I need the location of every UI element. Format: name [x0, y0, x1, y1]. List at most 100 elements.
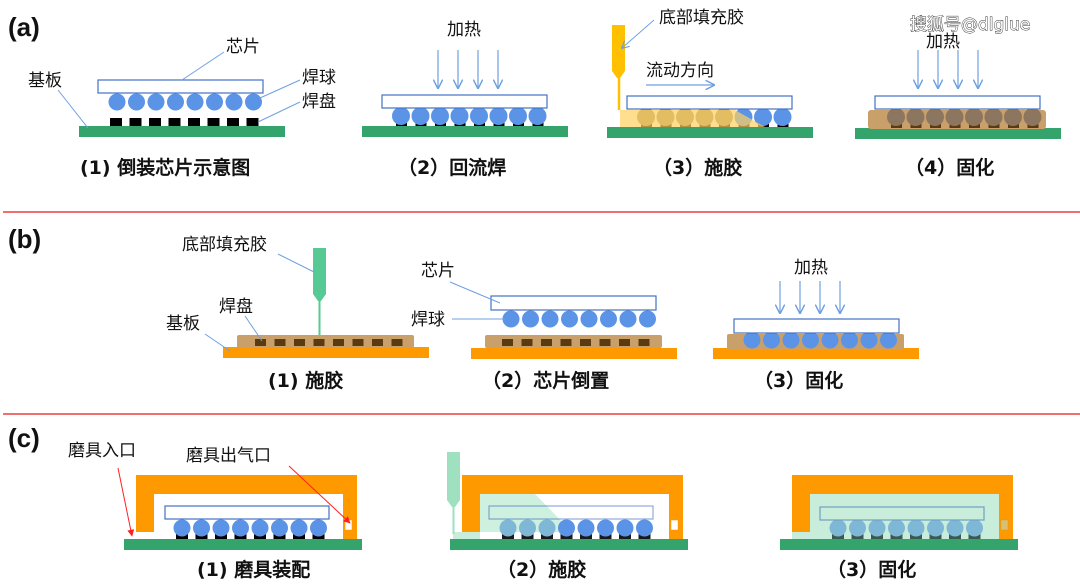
- solder-pad: [638, 339, 650, 346]
- step-b2-chip-flip: 芯片 焊球 （2）芯片倒置: [411, 261, 677, 392]
- heat-arrows: [780, 281, 840, 313]
- mold: [136, 475, 357, 539]
- watermark: 搜狐号@dlglue: [910, 15, 1030, 35]
- solder-ball: [232, 519, 249, 537]
- label-flow-direction: 流动方向: [646, 61, 714, 81]
- solder-ball: [743, 331, 761, 349]
- solder-balls: [743, 331, 897, 349]
- label-heat: 加热: [447, 20, 481, 40]
- solder-ball: [887, 108, 905, 126]
- solder-balls: [499, 519, 653, 537]
- solder-pad: [110, 118, 122, 126]
- solder-ball: [1023, 108, 1042, 126]
- solder-ball: [821, 331, 839, 349]
- solder-ball: [470, 107, 488, 125]
- solder-ball: [206, 93, 223, 111]
- chip: [626, 95, 793, 110]
- mold-vent-arrow: [288, 465, 351, 524]
- substrate: [79, 126, 285, 137]
- solder-pad: [274, 339, 286, 346]
- solder-ball: [868, 519, 886, 537]
- solder-ball: [561, 310, 578, 328]
- solder-ball: [636, 519, 653, 537]
- heat-arrows: [918, 50, 978, 88]
- solder-ball: [773, 108, 792, 126]
- solder-ball: [519, 519, 536, 537]
- caption: （3）固化: [827, 558, 916, 581]
- dispense-nozzle: [612, 25, 625, 78]
- solder-ball: [754, 108, 772, 126]
- label-solder-ball: 焊球: [302, 68, 336, 88]
- solder-ball: [966, 519, 983, 537]
- step-a4-cure: 加热 （4）固化: [855, 32, 1061, 179]
- solder-ball: [186, 93, 204, 111]
- solder-ball: [946, 519, 964, 537]
- mold-inlet-arrow: [117, 467, 135, 537]
- solder-ball: [147, 93, 165, 111]
- solder-pad: [227, 118, 239, 126]
- label-underfill: 底部填充胶: [182, 235, 267, 255]
- solder-ball: [558, 519, 575, 537]
- chip: [381, 94, 548, 109]
- solder-ball: [431, 107, 449, 125]
- solder-pad: [541, 339, 552, 346]
- solder-ball: [271, 519, 288, 537]
- solder-ball: [411, 107, 430, 125]
- solder-ball: [450, 107, 469, 125]
- chip: [488, 505, 654, 520]
- solder-ball: [888, 519, 905, 537]
- solder-ball: [290, 519, 308, 537]
- step-c1-mold-assembly: 磨具入口 磨具出气口 (1) 磨具装配: [68, 441, 362, 581]
- solder-balls: [108, 93, 262, 111]
- solder-pads: [110, 118, 259, 126]
- solder-ball: [639, 310, 656, 328]
- solder-ball: [927, 519, 944, 537]
- substrate: [780, 539, 1018, 550]
- solder-ball: [538, 519, 556, 537]
- step-a1-flip-chip-schematic: 芯片 基板 焊球 焊盘 (1) 倒装芯片示意图: [28, 37, 336, 179]
- solder-pad: [580, 339, 591, 346]
- solder-ball: [528, 107, 547, 125]
- solder-ball: [173, 519, 191, 537]
- solder-pad: [129, 118, 142, 126]
- solder-ball: [167, 93, 184, 111]
- leader-arrow: [622, 19, 655, 48]
- caption: (1) 倒装芯片示意图: [80, 156, 250, 179]
- mold: [792, 475, 1013, 539]
- step-a3-dispense: 底部填充胶 流动方向 （3）施胶: [607, 8, 813, 179]
- section-label-b: (b): [8, 224, 41, 254]
- step-b3-cure: 加热 （3）固化: [713, 258, 919, 392]
- solder-ball: [926, 108, 944, 126]
- leader-line: [244, 315, 263, 342]
- solder-pads: [502, 339, 650, 346]
- heat-arrows: [438, 50, 498, 88]
- solder-ball: [880, 331, 897, 349]
- mold: [462, 475, 683, 539]
- leader-line: [257, 101, 301, 123]
- label-heat: 加热: [926, 32, 960, 52]
- solder-ball: [829, 519, 847, 537]
- underfill-inlet: [453, 532, 480, 539]
- solder-ball: [841, 331, 858, 349]
- solder-balls: [392, 107, 547, 125]
- substrate: [713, 348, 919, 359]
- caption: （2）芯片倒置: [482, 369, 609, 392]
- solder-ball: [906, 108, 925, 126]
- solder-pad: [255, 339, 266, 346]
- substrate: [362, 126, 568, 137]
- step-b1-dispense: 底部填充胶 焊盘 基板 (1) 施胶: [166, 235, 429, 392]
- solder-ball: [802, 331, 819, 349]
- solder-ball: [225, 93, 243, 111]
- solder-pad: [560, 339, 572, 346]
- caption: （3）固化: [754, 369, 843, 392]
- mold-vent: [670, 519, 679, 531]
- mold-vent-filled: [1000, 519, 1009, 531]
- caption: （4）固化: [905, 156, 994, 179]
- label-solder-pad: 焊盘: [302, 92, 336, 112]
- solder-ball: [251, 519, 269, 537]
- solder-pad: [313, 339, 325, 346]
- label-heat: 加热: [794, 258, 828, 278]
- dispense-nozzle: [313, 248, 326, 301]
- solder-ball: [310, 519, 327, 537]
- solder-pad: [207, 118, 220, 126]
